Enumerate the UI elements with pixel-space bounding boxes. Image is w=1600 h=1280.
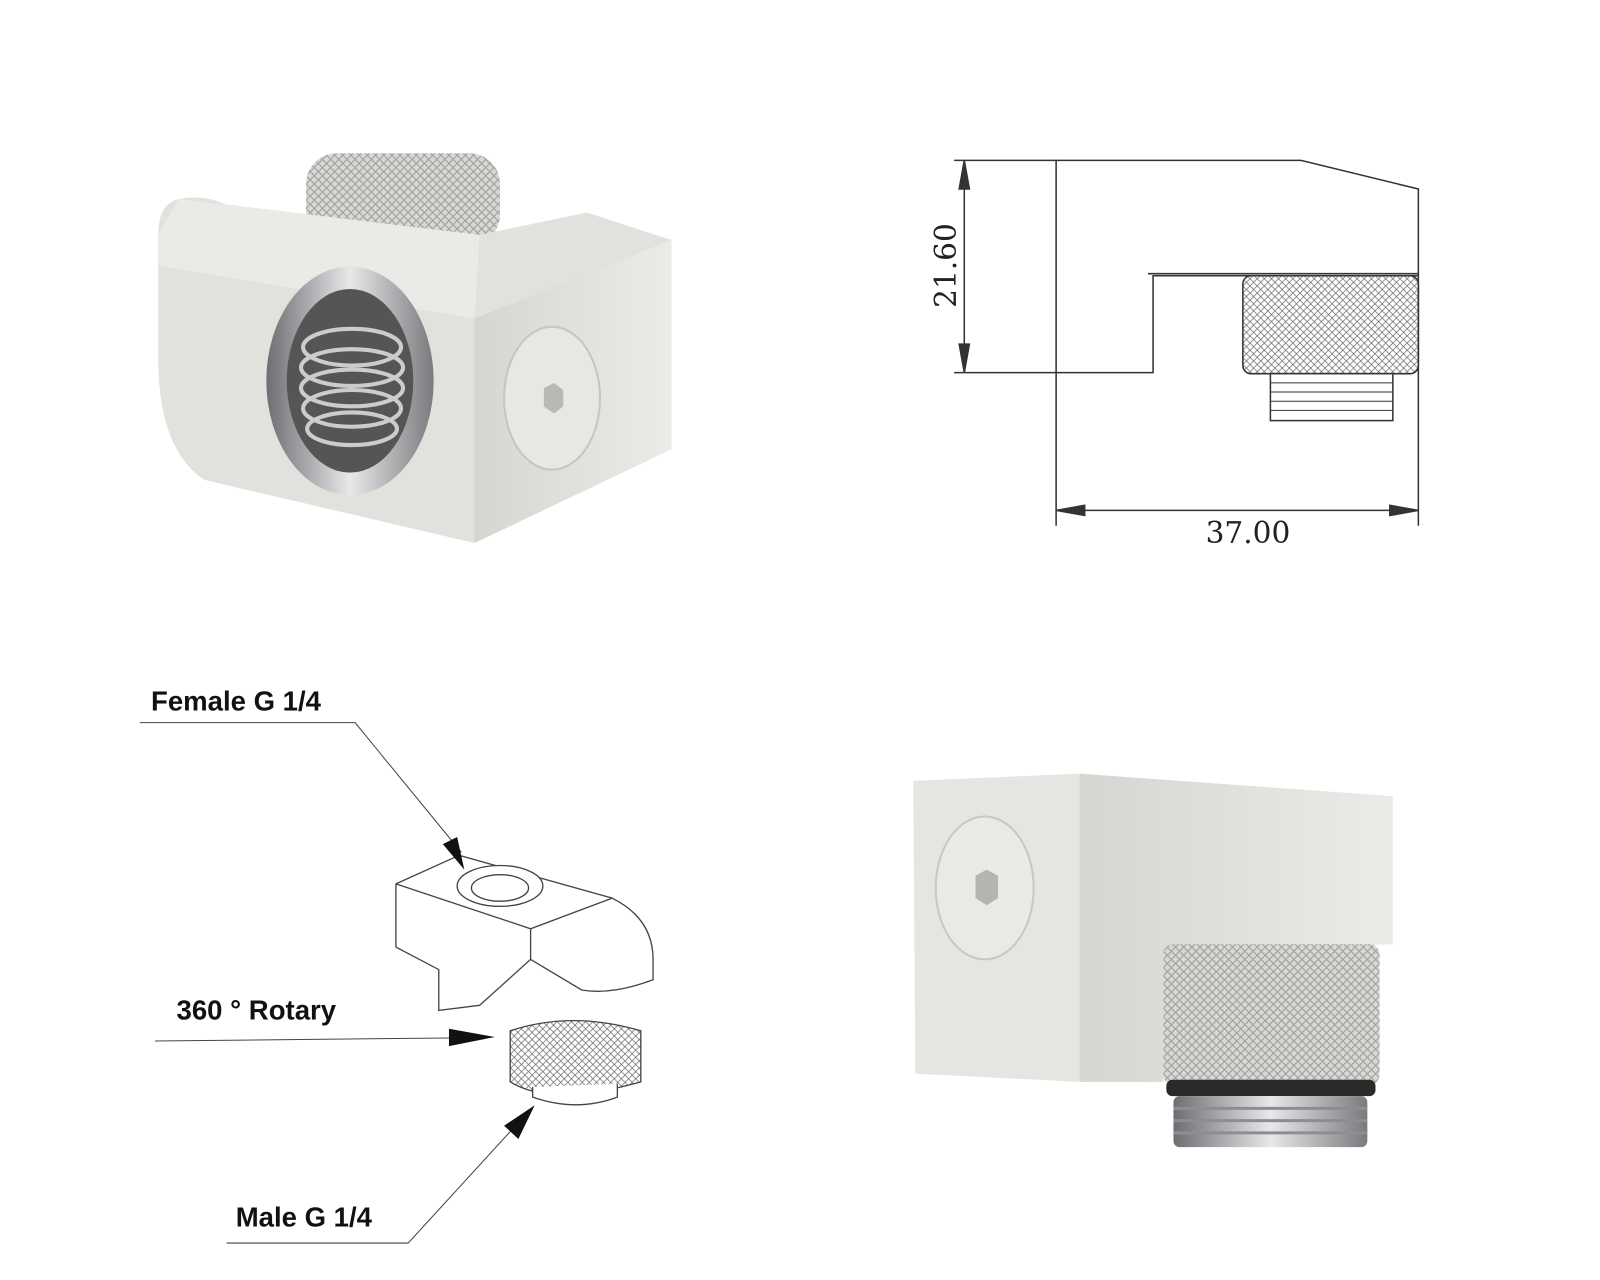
label-female: Female G 1/4 <box>151 685 322 716</box>
knurled-ring <box>1163 944 1380 1085</box>
leader-lines <box>139 722 519 1244</box>
arrow-female-icon <box>442 836 465 870</box>
o-ring <box>1166 1079 1376 1097</box>
render-front-view <box>158 153 672 544</box>
label-male: Male G 1/4 <box>236 1202 373 1233</box>
hex-socket-icon <box>975 869 998 906</box>
arrow-male-icon <box>504 1105 535 1139</box>
hex-socket-icon <box>543 382 564 414</box>
width-dimension: 37.00 <box>1206 516 1291 550</box>
callout-drawing <box>395 854 654 1106</box>
height-dimension: 21.60 <box>929 223 963 308</box>
render-side-view <box>913 773 1393 1148</box>
dimension-drawing <box>954 159 1420 526</box>
label-rotary: 360 ° Rotary <box>177 995 337 1026</box>
arrowheads <box>442 836 535 1139</box>
arrow-rotary-icon <box>448 1028 495 1047</box>
